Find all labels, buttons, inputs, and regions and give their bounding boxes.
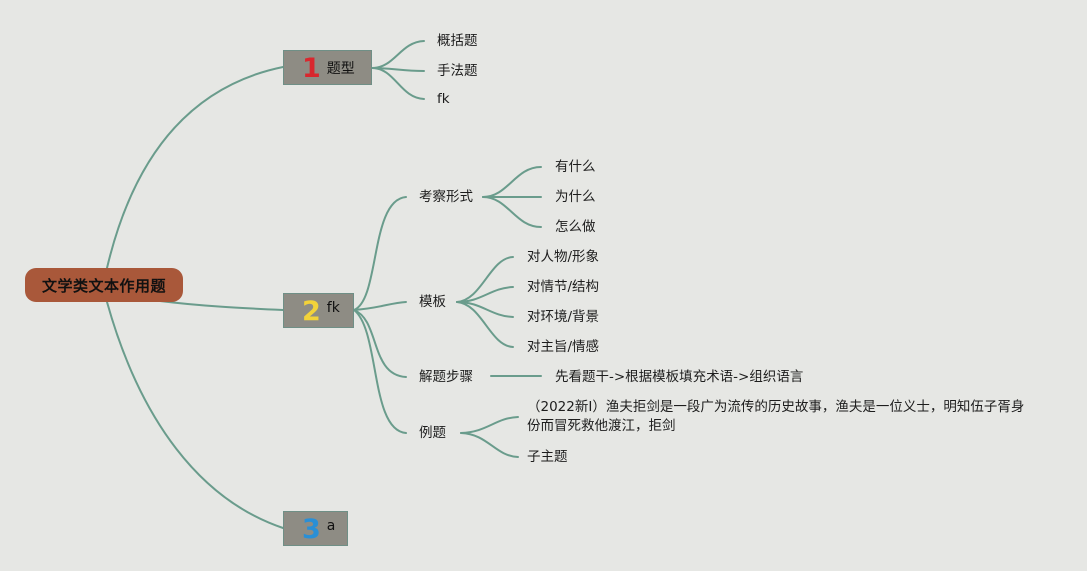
connector-s1-c3 [482,196,542,228]
topic-3-number: 3 [302,513,321,545]
example-item-2[interactable]: 子主题 [527,449,568,465]
topic-1-child-2[interactable]: 手法题 [437,63,478,79]
topic-1-child-1[interactable]: 概括题 [437,33,478,49]
template-item-2[interactable]: 对情节/结构 [527,279,600,295]
subtopic-example[interactable]: 例题 [419,425,446,441]
topic-2-label: fk [326,299,340,316]
connector-t1-c1 [371,40,425,69]
exam-form-item-3[interactable]: 怎么做 [555,219,596,235]
topic-3-node[interactable]: 3 a [283,511,348,546]
connector-t2-s2 [353,301,407,311]
topic-1-number: 1 [302,52,321,84]
topic-1-child-3[interactable]: fk [437,91,450,107]
template-item-1[interactable]: 对人物/形象 [527,249,600,265]
connector-t1-c3 [371,67,425,100]
connector-s1-c1 [482,166,542,198]
subtopic-exam-form[interactable]: 考察形式 [419,189,473,205]
example-item-1[interactable]: （2022新Ⅰ）渔夫拒剑是一段广为流传的历史故事，渔夫是一位义士，明知伍子胥身份… [527,399,1025,434]
connector-s2-c3 [456,301,514,318]
connector-t2-s1 [353,196,407,311]
connector-root-topic2 [159,300,284,311]
connector-s2-c1 [456,256,514,303]
connector-t2-s3 [353,309,407,378]
topic-2-number: 2 [302,295,321,327]
solving-steps-item-1[interactable]: 先看题干->根据模板填充术语->组织语言 [555,369,804,385]
root-label: 文学类文本作用题 [41,276,166,295]
topic-1-node[interactable]: 1 题型 [283,50,372,85]
exam-form-item-1[interactable]: 有什么 [555,159,596,175]
topic-1-label: 题型 [326,60,355,77]
topic-3-label: a [326,517,336,534]
root-node[interactable]: 文学类文本作用题 [25,268,183,302]
template-item-3[interactable]: 对环境/背景 [527,309,600,325]
connector-s4-c2 [460,432,519,458]
template-item-4[interactable]: 对主旨/情感 [527,339,600,355]
connector-root-topic3 [106,301,284,529]
topic-2-node[interactable]: 2 fk [283,293,354,328]
connector-s2-c4 [456,301,514,348]
connector-s4-c1 [460,416,519,434]
connector-root-topic1 [106,66,284,269]
subtopic-solving-steps[interactable]: 解题步骤 [419,369,473,385]
connector-t2-s4 [353,309,407,434]
subtopic-template[interactable]: 模板 [419,294,446,310]
exam-form-item-2[interactable]: 为什么 [555,189,596,205]
